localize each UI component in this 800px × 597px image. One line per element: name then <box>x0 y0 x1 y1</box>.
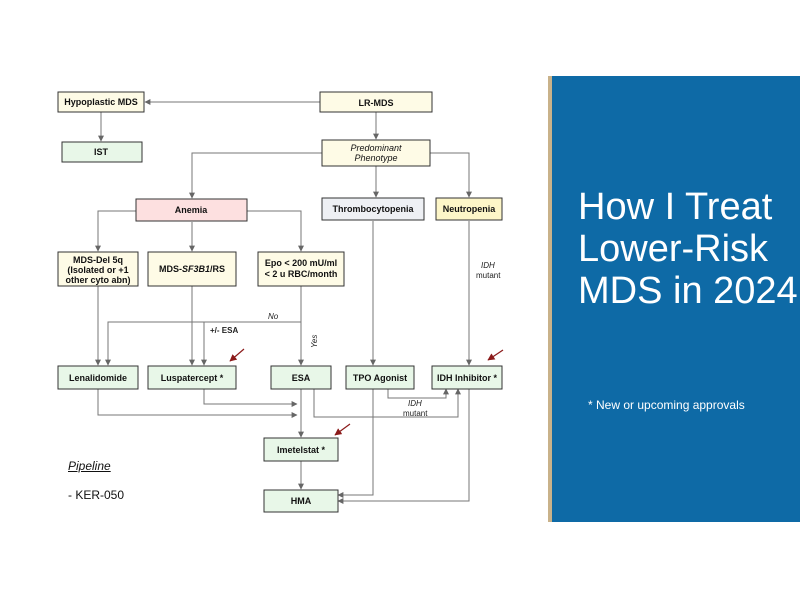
label-idh-neutro: IDH <box>481 261 495 270</box>
edge-idh-hma <box>337 389 470 504</box>
node-idh-inhibitor: IDH Inhibitor * <box>431 365 503 390</box>
node-thrombocytopenia: Thrombocytopenia <box>321 197 425 221</box>
svg-text:other cyto abn): other cyto abn) <box>65 275 130 285</box>
node-neutropenia: Neutropenia <box>435 197 503 221</box>
edge-luspatercept-imetelstat <box>203 389 298 407</box>
svg-text:Hypoplastic MDS: Hypoplastic MDS <box>64 97 138 107</box>
edge-predominant-neutro <box>430 152 472 198</box>
svg-text:< 2 u RBC/month: < 2 u RBC/month <box>265 269 338 279</box>
svg-text:Imetelstat *: Imetelstat * <box>277 445 326 455</box>
edge-tpo-idh <box>387 388 449 399</box>
edge-anemia-epo <box>247 210 304 252</box>
svg-text:LR-MDS: LR-MDS <box>359 98 394 108</box>
approvals-footnote: * New or upcoming approvals <box>588 398 745 412</box>
svg-text:IDH Inhibitor *: IDH Inhibitor * <box>437 373 497 383</box>
svg-text:HMA: HMA <box>291 496 312 506</box>
svg-text:MDS-Del 5q: MDS-Del 5q <box>73 255 123 265</box>
label-idh-esa: IDH <box>408 399 422 408</box>
edge-tpo-hma <box>337 389 374 498</box>
edge-lenalidomide-imetelstat <box>97 389 298 418</box>
node-hma: HMA <box>263 489 339 513</box>
svg-text:Luspatercept *: Luspatercept * <box>161 373 224 383</box>
node-imetelstat: Imetelstat * <box>263 437 339 462</box>
svg-text:ESA: ESA <box>292 373 311 383</box>
svg-text:Predominant: Predominant <box>350 143 402 153</box>
svg-text:MDS-SF3B1/RS: MDS-SF3B1/RS <box>159 264 225 274</box>
node-ist: IST <box>61 141 143 163</box>
svg-text:TPO Agonist: TPO Agonist <box>353 373 407 383</box>
svg-text:Phenotype: Phenotype <box>354 153 397 163</box>
label-mutant-neutro: mutant <box>476 271 501 280</box>
node-predominant-phenotype: Predominant Phenotype <box>321 139 431 167</box>
slide-title: How I Treat Lower-Risk MDS in 2024 <box>578 186 798 312</box>
red-arrow-imetelstat <box>334 423 351 436</box>
svg-text:Thrombocytopenia: Thrombocytopenia <box>332 204 414 214</box>
svg-text:IST: IST <box>94 147 109 157</box>
label-yes: Yes <box>310 335 319 348</box>
svg-text:Epo < 200 mU/ml: Epo < 200 mU/ml <box>265 258 337 268</box>
svg-text:(Isolated or +1: (Isolated or +1 <box>67 265 128 275</box>
node-anemia: Anemia <box>135 198 248 222</box>
node-epo: Epo < 200 mU/ml < 2 u RBC/month <box>257 251 345 287</box>
edge-esa-idh <box>313 388 461 418</box>
pipeline-item: - KER-050 <box>68 488 125 502</box>
edge-no-branch <box>105 321 301 366</box>
edge-labels: No Yes +/- ESA IDH mutant IDH mutant <box>210 261 501 418</box>
node-lr-mds: LR-MDS <box>319 91 433 113</box>
node-esa: ESA <box>270 365 332 390</box>
svg-text:Lenalidomide: Lenalidomide <box>69 373 127 383</box>
svg-text:Anemia: Anemia <box>175 205 209 215</box>
node-mds-sf3b1: MDS-SF3B1/RS <box>147 251 237 287</box>
node-luspatercept: Luspatercept * <box>147 365 237 390</box>
label-no: No <box>268 312 279 321</box>
edge-predominant-anemia <box>189 152 322 199</box>
red-arrow-luspatercept <box>229 348 245 362</box>
red-arrow-idh <box>487 349 504 361</box>
pipeline-heading: Pipeline <box>68 459 111 473</box>
svg-text:Neutropenia: Neutropenia <box>443 204 497 214</box>
title-panel: How I Treat Lower-Risk MDS in 2024 * New… <box>548 76 800 522</box>
flowchart-edges <box>95 99 472 504</box>
edge-anemia-del5q <box>95 210 136 252</box>
node-hypoplastic-mds: Hypoplastic MDS <box>57 91 145 113</box>
label-mutant-esa: mutant <box>403 409 428 418</box>
node-tpo-agonist: TPO Agonist <box>345 365 415 390</box>
label-plus-minus-esa: +/- ESA <box>210 326 238 335</box>
node-lenalidomide: Lenalidomide <box>57 365 139 390</box>
node-mds-del5q: MDS-Del 5q (Isolated or +1 other cyto ab… <box>57 251 139 287</box>
new-approval-markers <box>229 348 504 436</box>
